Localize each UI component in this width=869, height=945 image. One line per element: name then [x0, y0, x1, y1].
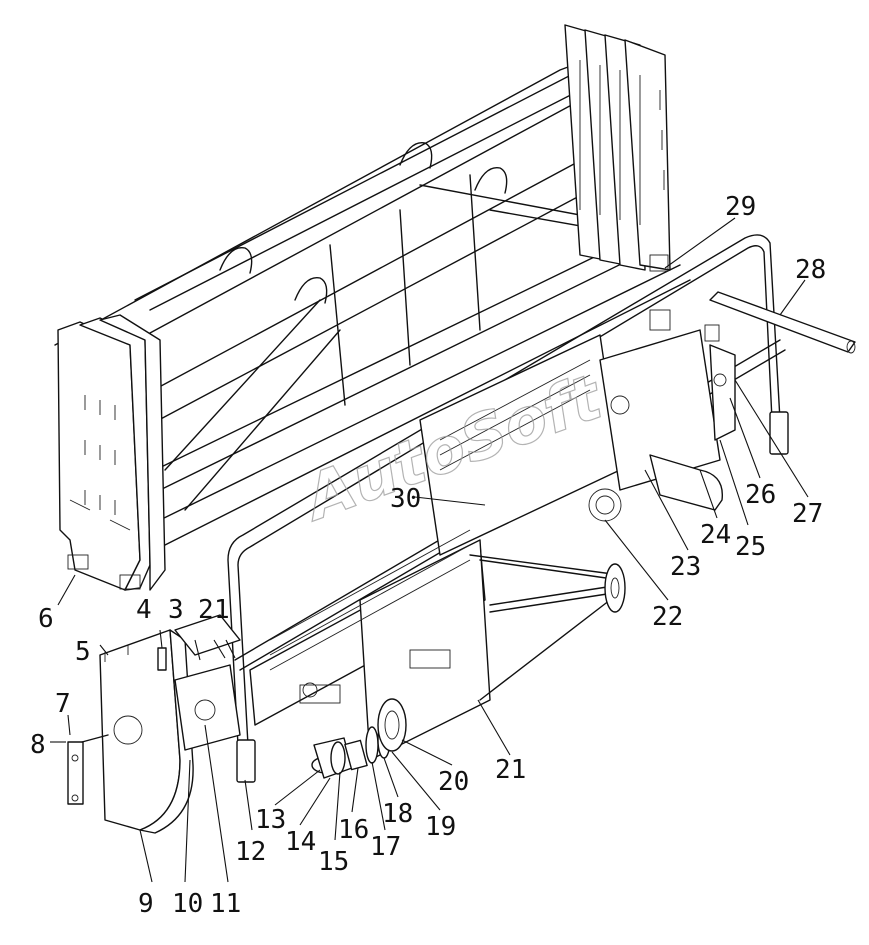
callout-27: 27: [792, 499, 823, 529]
callout-25: 25: [735, 532, 766, 562]
callout-13: 13: [255, 805, 286, 835]
callout-11: 11: [210, 889, 241, 919]
callout-17: 17: [370, 832, 401, 862]
callout-26: 26: [745, 480, 776, 510]
callout-14: 14: [285, 827, 316, 857]
rod-28: [709, 291, 856, 354]
callout-7: 7: [55, 689, 71, 719]
callout-24: 24: [700, 520, 731, 550]
callout-labels: 6 5 4 3 2 1 7 8 9 10 11 12 13 14 15 16 1…: [30, 192, 826, 919]
right-end-plates: [564, 24, 671, 272]
callout-16: 16: [338, 815, 369, 845]
callout-23: 23: [670, 552, 701, 582]
callout-6: 6: [38, 604, 54, 634]
gearbox-left: [174, 614, 241, 751]
callout-1: 1: [214, 595, 230, 625]
callout-10: 10: [172, 889, 203, 919]
callout-29: 29: [725, 192, 756, 222]
callout-8: 8: [30, 730, 46, 760]
callout-5: 5: [75, 637, 91, 667]
callout-4: 4: [136, 595, 152, 625]
leader-lines: [50, 217, 809, 883]
callout-3: 3: [168, 595, 184, 625]
callout-22: 22: [652, 602, 683, 632]
callout-15: 15: [318, 847, 349, 877]
lower-frame: [249, 309, 736, 761]
left-end-plates: [57, 314, 166, 591]
callout-30: 30: [390, 484, 421, 514]
callout-20: 20: [438, 767, 469, 797]
callout-9: 9: [138, 889, 154, 919]
callout-12: 12: [235, 837, 266, 867]
callout-21: 21: [495, 755, 526, 785]
shaft-assembly: [311, 698, 407, 779]
gear-right: [489, 563, 626, 613]
callout-19: 19: [425, 812, 456, 842]
callout-18: 18: [382, 799, 413, 829]
callout-2: 2: [198, 595, 214, 625]
callout-28: 28: [795, 255, 826, 285]
